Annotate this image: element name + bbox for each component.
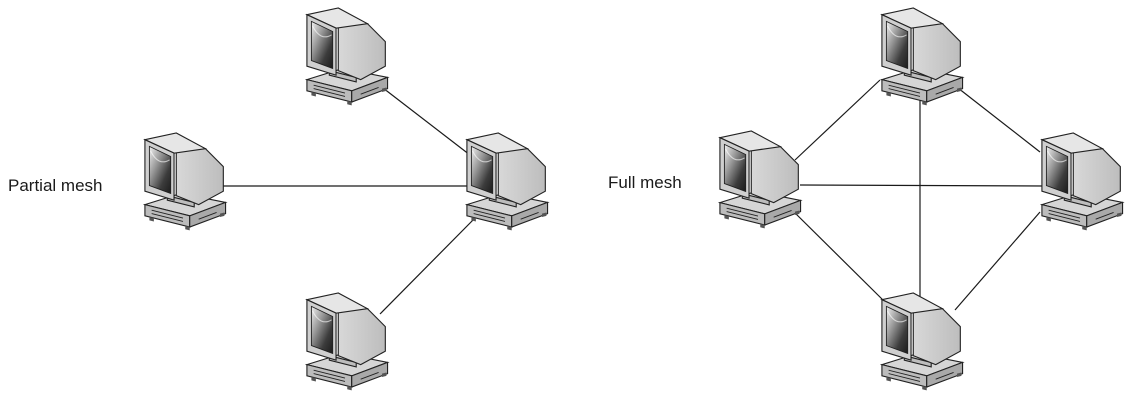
partial-mesh-hub-desktop-computer-icon <box>466 132 549 231</box>
full-mesh-top-desktop-computer-icon <box>881 7 964 106</box>
full-mesh-link-left-bottom <box>789 207 886 303</box>
partial-mesh-bottom-desktop-computer-icon <box>306 292 389 391</box>
full-mesh-link-top-right <box>957 87 1041 153</box>
full-mesh-label: Full mesh <box>608 173 682 192</box>
partial-mesh-link-top-hub <box>382 87 471 156</box>
partial-mesh-label: Partial mesh <box>8 176 103 195</box>
nodes-layer <box>144 7 1124 391</box>
full-mesh-link-right-bottom <box>954 211 1041 311</box>
partial-mesh-link-bottom-hub <box>379 217 476 315</box>
full-mesh-left-desktop-computer-icon <box>719 130 802 229</box>
links-layer <box>222 79 1046 315</box>
partial-mesh-left-desktop-computer-icon <box>144 132 227 231</box>
full-mesh-link-top-left <box>794 79 881 161</box>
full-mesh-right-desktop-computer-icon <box>1041 132 1124 231</box>
partial-mesh-top-desktop-computer-icon <box>306 7 389 106</box>
full-mesh-link-left-right <box>799 184 1046 187</box>
full-mesh-bottom-desktop-computer-icon <box>881 292 964 391</box>
